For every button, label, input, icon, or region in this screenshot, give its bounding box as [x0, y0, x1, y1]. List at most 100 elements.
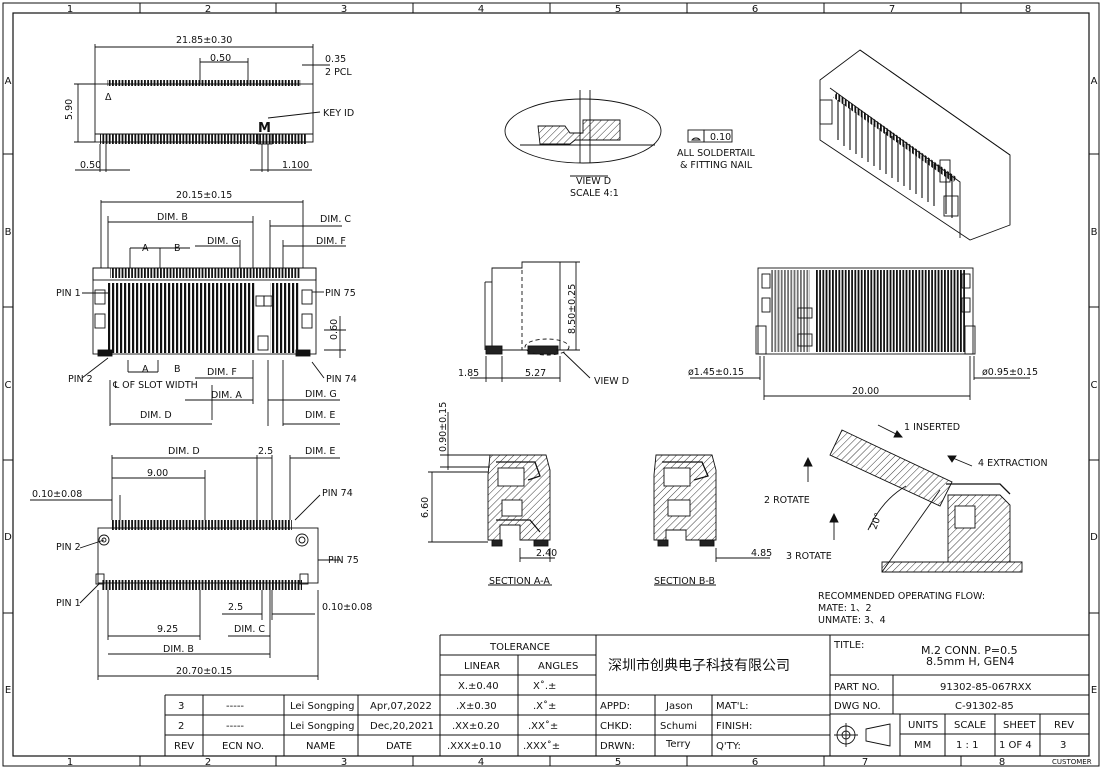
tb-drwn: DRWN:	[600, 741, 635, 752]
rev-head-name: NAME	[306, 741, 335, 752]
flow-inserted: 1 INSERTED	[904, 422, 960, 433]
operating-flow	[803, 424, 1023, 573]
top-delta: Δ	[105, 92, 112, 103]
plan-section-a: A	[142, 243, 149, 254]
fp-900: 9.00	[147, 468, 168, 479]
rev-row-1-name: Lei Songping	[290, 721, 354, 732]
zone-col-3: 3	[341, 4, 347, 15]
title-block-text: TOLERANCE LINEAR ANGLES X.±0.40 X˚.± .X±…	[174, 640, 1092, 766]
tb-company: 深圳市创典电子科技有限公司	[608, 657, 790, 674]
rev-row-1-ecn: -----	[226, 721, 244, 732]
tb-sheet: 1 OF 4	[999, 740, 1032, 751]
side-527: 5.27	[525, 368, 546, 379]
fp-dim-b: DIM. B	[163, 644, 194, 655]
zone-row-a-right: A	[1091, 76, 1098, 87]
zone-col-5: 5	[615, 4, 621, 15]
operating-flow-labels: 1 INSERTED 4 EXTRACTION 2 ROTATE 3 ROTAT…	[764, 422, 1048, 626]
aa-top-dim: 0.90±0.15	[438, 402, 449, 452]
fp-pin74: PIN 74	[322, 488, 353, 499]
rev-row-0-name: Lei Songping	[290, 701, 354, 712]
zone-row-a: A	[5, 76, 12, 87]
tb-rev-head: REV	[1054, 720, 1074, 731]
tb-units-head: UNITS	[908, 720, 938, 731]
tb-part-label: PART NO.	[834, 682, 880, 693]
tb-angles: ANGLES	[538, 661, 578, 672]
plan-view	[81, 200, 346, 426]
zone-col-8: 8	[1025, 4, 1031, 15]
flow-mate: MATE: 1、2	[818, 603, 872, 614]
zone-row-b-right: B	[1091, 227, 1098, 238]
zone-col-3-bottom: 3	[341, 757, 347, 768]
zone-col-7-bottom: 7	[862, 757, 868, 768]
projection-symbol-icon	[834, 723, 891, 747]
plan-pin1: PIN 1	[56, 288, 81, 299]
top-height-dim: 5.90	[64, 99, 75, 120]
tb-tol-ang-2: .XX˚±	[528, 720, 558, 732]
section-bb	[653, 454, 770, 586]
tb-dwg-no: C-91302-85	[955, 701, 1014, 712]
top-pitch-dim: 0.50	[210, 53, 231, 64]
tb-tolerance: TOLERANCE	[489, 642, 550, 653]
flow-extraction: 4 EXTRACTION	[978, 458, 1048, 469]
plan-dim-a: DIM. A	[211, 390, 242, 401]
tb-title-label: TITLE:	[833, 640, 864, 651]
key-id-label: KEY ID	[323, 108, 354, 119]
zone-row-c-right: C	[1091, 380, 1098, 391]
flow-angle: 20°	[868, 511, 884, 531]
tb-matl: MAT'L:	[716, 701, 749, 712]
plan-dim-c: DIM. C	[320, 214, 351, 225]
zone-col-5-bottom: 5	[615, 757, 621, 768]
tb-tol-lin-2: .XX±0.20	[452, 721, 500, 732]
plan-pin2: PIN 2	[68, 374, 93, 385]
front-width: 20.00	[852, 386, 879, 397]
fp-pin75: PIN 75	[328, 555, 359, 566]
zone-col-2: 2	[205, 4, 211, 15]
iso-view	[819, 49, 1011, 241]
tb-title-line1: M.2 CONN. P=0.5	[921, 644, 1018, 657]
fp-25-top: 2.5	[258, 446, 273, 457]
fp-pin1: PIN 1	[56, 598, 81, 609]
zone-col-2-bottom: 2	[205, 757, 211, 768]
fp-dim-c: DIM. C	[234, 624, 265, 635]
view-d-detail	[504, 90, 733, 177]
top-pcl-dim: 0.35	[325, 54, 346, 65]
rev-row-1-date: Dec,20,2021	[370, 721, 434, 732]
tb-linear: LINEAR	[464, 661, 500, 672]
tb-chkd: CHKD:	[600, 721, 632, 732]
zone-col-1-bottom: 1	[67, 757, 73, 768]
view-d-title: VIEW D	[576, 176, 611, 187]
side-view	[470, 261, 591, 382]
tb-tol-lin-0: X.±0.40	[458, 681, 499, 692]
plan-dim-e: DIM. E	[305, 410, 335, 421]
zone-row-b: B	[5, 227, 12, 238]
front-view	[690, 267, 1030, 400]
tb-tol-ang-1: .X˚±	[533, 700, 556, 712]
fp-010-bottom: 0.10±0.08	[322, 602, 372, 613]
plan-dim-g-lower: DIM. G	[305, 389, 337, 400]
flow-unmate: UNMATE: 3、4	[818, 615, 886, 626]
footprint-view	[30, 455, 340, 680]
plan-view-labels: 20.15±0.15 DIM. B DIM. C DIM. G DIM. F A…	[56, 190, 357, 421]
tb-scale-head: SCALE	[954, 720, 986, 731]
fp-25-bottom: 2.5	[228, 602, 243, 613]
zone-col-7: 7	[889, 4, 895, 15]
side-height: 8.50±0.25	[567, 284, 578, 334]
title-block-lines	[164, 634, 1089, 756]
zone-labels: 1 2 3 4 5 6 7 8 1 2 3 4 5 6 7 8 A B C D …	[4, 4, 1098, 768]
section-aa-title: SECTION A-A	[489, 576, 550, 587]
front-hole-2: ø0.95±0.15	[982, 367, 1038, 378]
top-view	[74, 44, 330, 172]
side-view-labels: 8.50±0.25 1.85 5.27 VIEW D	[458, 284, 629, 387]
zone-col-6: 6	[752, 4, 758, 15]
tb-finish: FINISH:	[716, 721, 752, 732]
flow-recommended: RECOMMENDED OPERATING FLOW:	[818, 591, 985, 602]
top-view-labels: 21.85±0.30 0.50 0.35 2 PCL 5.90 M KEY ID…	[64, 35, 354, 171]
view-d-scale: SCALE 4:1	[570, 188, 619, 199]
top-overall-dim: 21.85±0.30	[176, 35, 232, 46]
bb-bottom-dim: 4.85	[751, 548, 772, 559]
zone-row-d-right: D	[1090, 532, 1098, 543]
plan-width-dim: 20.15±0.15	[176, 190, 232, 201]
plan-dim-g: DIM. G	[207, 236, 239, 247]
